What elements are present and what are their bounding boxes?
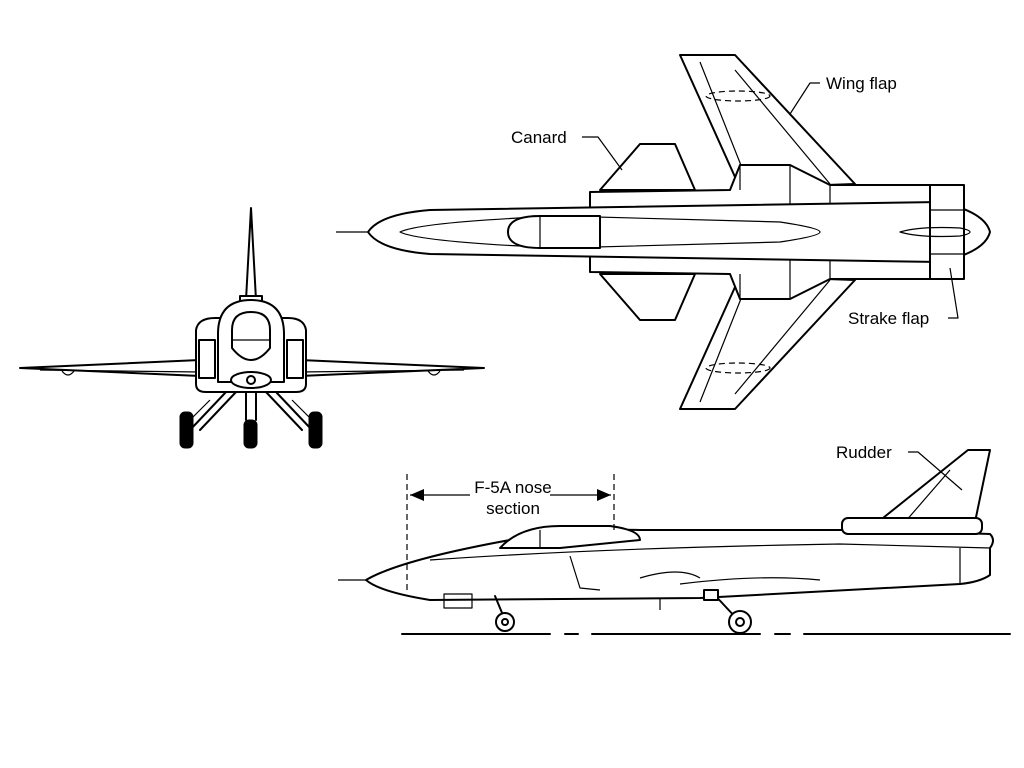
rudder-label: Rudder [836, 443, 892, 462]
nose-section-label-line2: section [486, 499, 540, 518]
top-view [336, 54, 991, 410]
leader-lines [582, 82, 963, 491]
wing-flap-label: Wing flap [826, 74, 897, 93]
side-view [338, 449, 1011, 635]
front-view [19, 207, 485, 449]
strake-flap-label: Strake flap [848, 309, 929, 328]
canard-label: Canard [511, 128, 567, 147]
nose-section-label-line1: F-5A nose [474, 478, 552, 497]
